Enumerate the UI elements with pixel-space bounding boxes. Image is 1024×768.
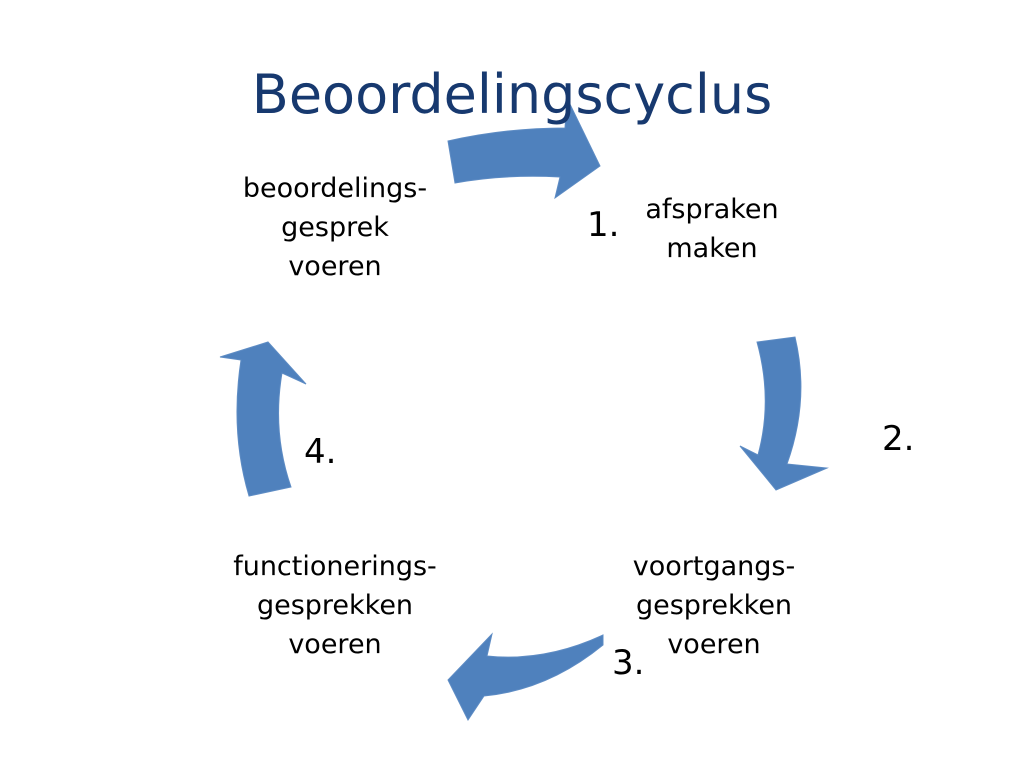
step-3-line-1: functionerings- bbox=[233, 551, 437, 582]
step-3-line-2: gesprekken bbox=[256, 590, 414, 621]
step-3-label: functionerings- gesprekken voeren bbox=[208, 547, 462, 664]
step-3-line-3: voeren bbox=[288, 629, 382, 660]
step-2-line-2: gesprekken bbox=[635, 590, 793, 621]
step-1-label: afspraken maken bbox=[600, 190, 824, 268]
step-2-line-1: voortgangs- bbox=[632, 551, 796, 582]
slide-title: Beoordelingscyclus bbox=[251, 63, 773, 126]
step-3-number: 3. bbox=[612, 643, 645, 683]
arrow-right-curved-arrow-icon bbox=[739, 336, 829, 491]
step-4-line-1: beoordelings- bbox=[242, 173, 428, 204]
step-2-number: 2. bbox=[882, 419, 915, 459]
step-1-number: 1. bbox=[587, 205, 620, 245]
step-1-line-2: maken bbox=[666, 233, 758, 264]
step-2-label: voortgangs- gesprekken voeren bbox=[594, 547, 834, 664]
step-4-number: 4. bbox=[304, 432, 337, 472]
arrow-left-curved-arrow-icon bbox=[219, 341, 307, 497]
step-4-line-3: voeren bbox=[288, 251, 382, 282]
step-4-line-2: gesprek bbox=[281, 212, 389, 243]
arrow-top-curved-arrow-icon bbox=[447, 96, 601, 200]
step-4-label: beoordelings- gesprek voeren bbox=[215, 169, 455, 286]
arrow-bottom-curved-arrow-icon bbox=[447, 632, 604, 721]
step-1-line-1: afspraken bbox=[645, 194, 779, 225]
step-2-line-3: voeren bbox=[667, 629, 761, 660]
